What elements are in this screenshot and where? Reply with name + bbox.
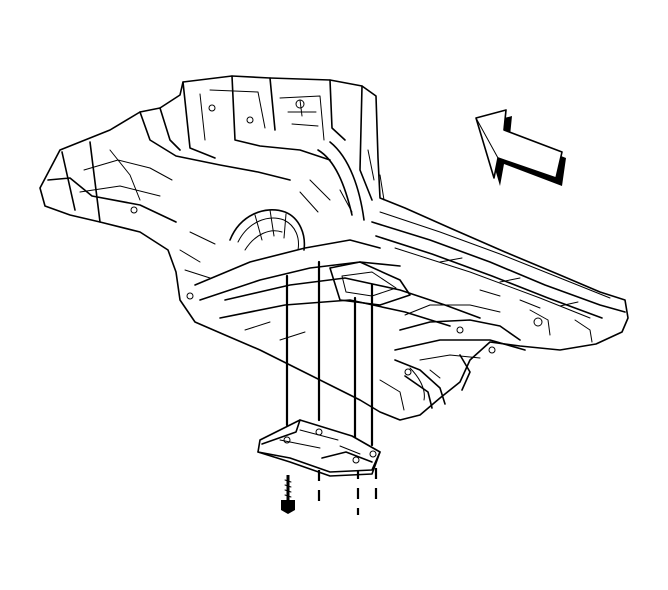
underbody-outline bbox=[39, 75, 629, 421]
arrow-edge-highlight bbox=[475, 109, 507, 159]
bolt-head bbox=[281, 500, 295, 514]
bolt-fastener bbox=[281, 475, 295, 514]
shield-hole-3 bbox=[352, 456, 360, 464]
rear-suspension bbox=[394, 354, 471, 409]
rear-frame bbox=[394, 319, 526, 351]
rear-suspension-detail bbox=[379, 367, 441, 411]
rear-frame-detail bbox=[404, 304, 593, 361]
front-direction-arrow-icon bbox=[475, 109, 566, 186]
left-inner-panel bbox=[79, 149, 173, 201]
left-cowl bbox=[139, 107, 291, 181]
right-rocker-rail-detail bbox=[379, 211, 611, 319]
rear-tower bbox=[182, 75, 373, 201]
shield-step bbox=[261, 419, 373, 463]
shield-front-edge bbox=[257, 451, 381, 477]
left-wheelhouse bbox=[229, 209, 306, 251]
floor-crossmember bbox=[329, 261, 411, 306]
left-front-rail bbox=[47, 141, 177, 223]
shield-top-face bbox=[257, 419, 381, 473]
left-wheelhouse-inner bbox=[237, 217, 299, 251]
shield-hole-1 bbox=[283, 436, 291, 444]
shield-hole-2 bbox=[315, 428, 323, 436]
underbody-hatching bbox=[179, 149, 541, 341]
floor-tunnel bbox=[194, 239, 401, 301]
rear-tower-curve bbox=[317, 141, 365, 221]
bolt-threads bbox=[284, 479, 292, 498]
right-rocker-rail bbox=[371, 221, 626, 313]
body-holes bbox=[130, 99, 543, 376]
vehicle-underbody bbox=[39, 75, 629, 421]
floor-crossmember-inner bbox=[341, 271, 397, 297]
underbody-shield bbox=[257, 419, 381, 477]
alignment-lines bbox=[285, 260, 378, 515]
shield-hole-4 bbox=[369, 450, 377, 458]
center-floor bbox=[219, 277, 481, 327]
rear-tower-detail bbox=[199, 89, 325, 141]
left-wheelhouse-ribs bbox=[254, 209, 287, 241]
